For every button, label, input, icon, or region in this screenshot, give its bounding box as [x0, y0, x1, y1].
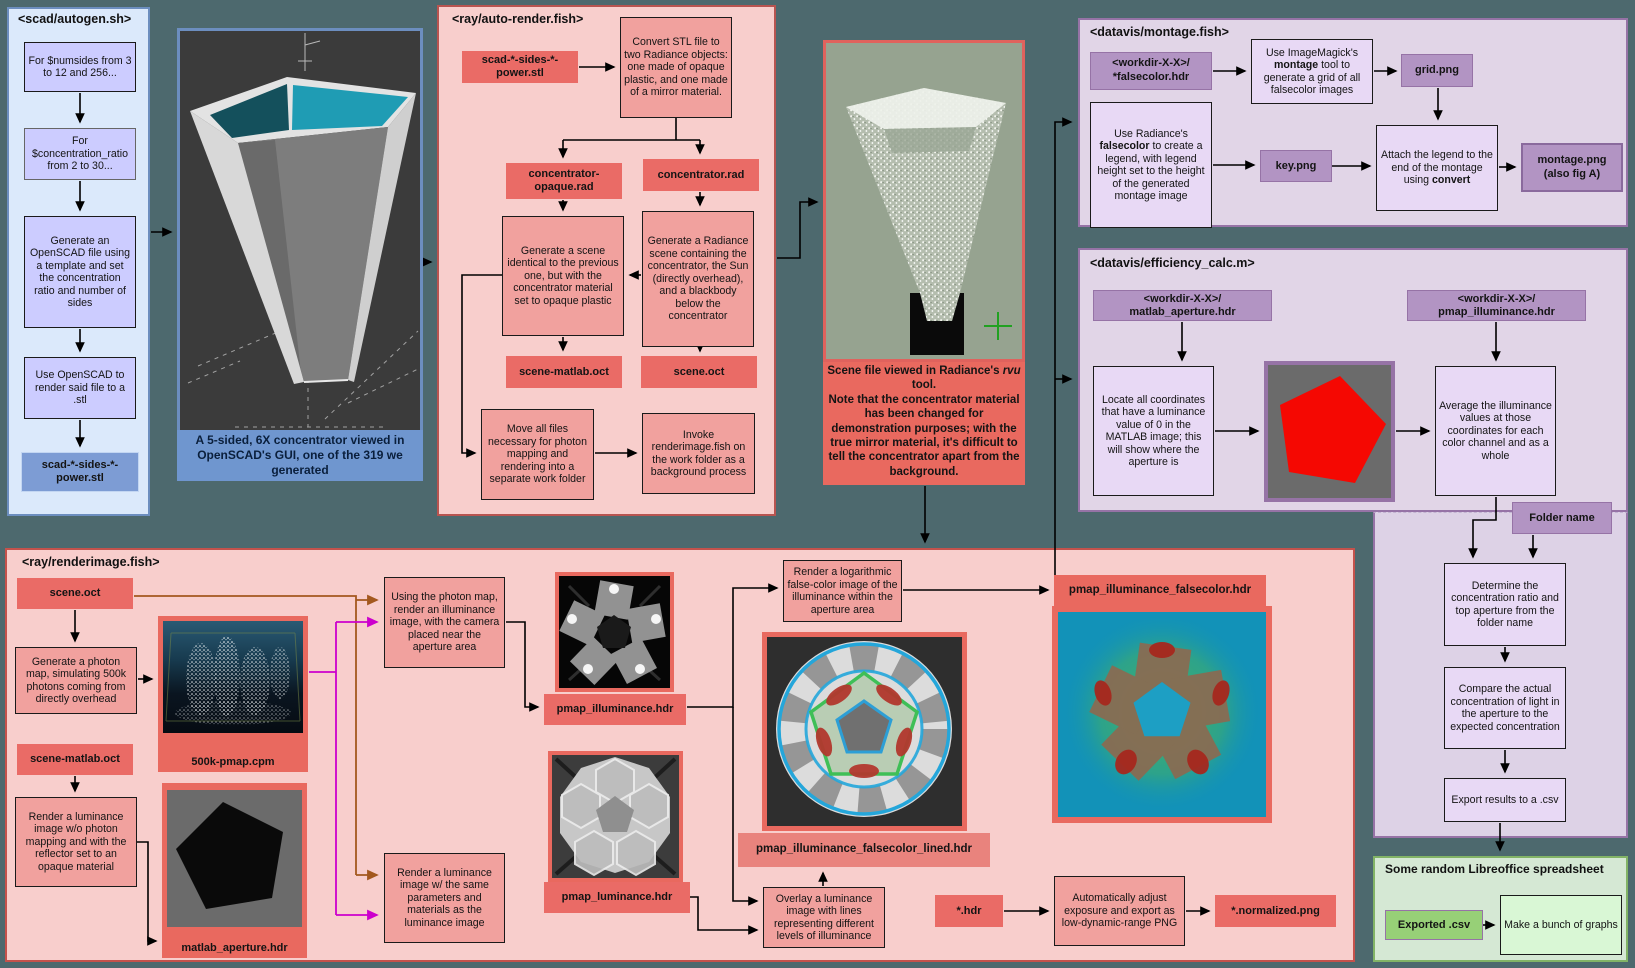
node-average-illuminance[interactable]: Average the illuminance values at those … — [1435, 366, 1556, 496]
file-scad-sides-power-stl[interactable]: scad-*-sides-*-power.stl — [21, 452, 139, 492]
file-concentrator-rad[interactable]: concentrator.rad — [643, 159, 759, 191]
rvu-preview-image — [826, 43, 1022, 359]
node-compare-concentration[interactable]: Compare the actual concentration of ligh… — [1444, 667, 1566, 749]
openscad-preview-image — [180, 31, 420, 430]
file-folder-name[interactable]: Folder name — [1512, 502, 1612, 534]
node-overlay-luminance[interactable]: Overlay a luminance image with lines rep… — [763, 887, 885, 948]
matlab-aperture-image-label[interactable]: matlab_aperture.hdr — [181, 942, 288, 954]
node-auto-adjust-exposure[interactable]: Automatically adjust exposure and export… — [1054, 876, 1185, 946]
connector — [1054, 117, 1073, 575]
pmap-illuminance-preview-image — [559, 576, 670, 688]
node-for-numsides[interactable]: For $numsides from 3 to 12 and 256... — [24, 42, 136, 92]
text-run: to create a legend, with legend height s… — [1097, 140, 1205, 202]
section-header-spreadsheet: Some random Libreoffice spreadsheet — [1385, 862, 1604, 876]
section-header-efficiency: <datavis/efficiency_calc.m> — [1090, 256, 1255, 270]
node-generate-photon-map[interactable]: Generate a photon map, simulating 500k p… — [15, 647, 137, 714]
pmap-luminance-preview-frame — [548, 751, 683, 882]
file-normalized-png[interactable]: *.normalized.png — [1215, 895, 1336, 927]
rvu-preview-frame — [823, 40, 1025, 362]
pmap-luminance-preview-image — [552, 755, 679, 878]
openscad-preview-caption: A 5-sided, 6X concentrator viewed in Ope… — [177, 430, 423, 481]
text-run: montage.png — [1537, 153, 1607, 166]
text-run: tool. — [911, 379, 937, 392]
rvu-preview-caption: Scene file viewed in Radiance's rvu tool… — [823, 362, 1025, 485]
matlab-aperture-preview-image — [167, 790, 302, 927]
text-run: Use ImageMagick's — [1265, 46, 1359, 59]
file-key-png[interactable]: key.png — [1260, 150, 1332, 182]
falsecolor-preview-frame — [1052, 606, 1272, 823]
section-header-auto-render: <ray/auto-render.fish> — [452, 12, 584, 26]
file-concentrator-opaque-rad[interactable]: concentrator-opaque.rad — [506, 163, 622, 199]
node-gen-radiance-scene[interactable]: Generate a Radiance scene containing the… — [642, 211, 754, 347]
rvu-caption-note: Note that the concentrator material has … — [828, 393, 1020, 478]
falsecolor-lined-preview-image — [767, 637, 962, 826]
node-export-csv[interactable]: Export results to a .csv — [1444, 778, 1566, 822]
node-convert-stl[interactable]: Convert STL file to two Radiance objects… — [620, 17, 732, 118]
node-render-luminance-wo[interactable]: Render a luminance image w/o photon mapp… — [15, 797, 137, 887]
section-header-renderimage: <ray/renderimage.fish> — [22, 555, 160, 569]
node-locate-coordinates[interactable]: Locate all coordinates that have a lumin… — [1093, 366, 1214, 496]
node-render-logarithmic-falsecolor[interactable]: Render a logarithmic false-color image o… — [783, 560, 902, 622]
text-run: convert — [1432, 174, 1471, 187]
node-render-luminance-w[interactable]: Render a luminance image w/ the same par… — [384, 853, 505, 943]
node-render-illuminance[interactable]: Using the photon map, render an illumina… — [384, 577, 505, 668]
pmap-image-label[interactable]: 500k-pmap.cpm — [191, 756, 275, 768]
node-move-files[interactable]: Move all files necessary for photon mapp… — [481, 409, 594, 500]
node-for-concentration[interactable]: For $concentration_ratio from 2 to 30... — [24, 128, 136, 180]
file-falsecolor-hdr[interactable]: pmap_illuminance_falsecolor.hdr — [1054, 575, 1266, 606]
node-invoke-renderimage[interactable]: Invoke renderimage.fish on the work fold… — [642, 413, 755, 494]
aperture-pentagon-image — [1264, 361, 1395, 502]
file-workdir-falsecolor[interactable]: <workdir-X-X>/ *falsecolor.hdr — [1090, 52, 1212, 90]
file-montage-png[interactable]: montage.png (also fig A) — [1521, 143, 1623, 192]
crosshair-icon — [984, 312, 1012, 340]
text-run: <workdir-X-X>/ — [1112, 57, 1190, 70]
text-run: <workdir-X-X>/ — [1143, 293, 1222, 306]
openscad-preview-frame: A 5-sided, 6X concentrator viewed in Ope… — [177, 28, 423, 481]
node-make-graphs[interactable]: Make a bunch of graphs — [1500, 895, 1622, 955]
file-workdir-pmap-illuminance[interactable]: <workdir-X-X>/ pmap_illuminance.hdr — [1407, 290, 1586, 321]
node-radiance-falsecolor-legend[interactable]: Use Radiance's falsecolor to create a le… — [1090, 102, 1212, 228]
text-run: falsecolor — [1099, 140, 1150, 152]
text-run: montage — [1274, 59, 1319, 71]
section-header-autogen: <scad/autogen.sh> — [18, 12, 132, 26]
file-workdir-matlab-aperture[interactable]: <workdir-X-X>/ matlab_aperture.hdr — [1093, 290, 1272, 321]
node-gen-identical-scene[interactable]: Generate a scene identical to the previo… — [502, 216, 624, 336]
text-run: *falsecolor.hdr — [1112, 71, 1190, 83]
file-scene-oct[interactable]: scene.oct — [641, 356, 757, 388]
file-pmap-illuminance-hdr[interactable]: pmap_illuminance.hdr — [544, 694, 686, 725]
file-scene-matlab-oct[interactable]: scene-matlab.oct — [506, 356, 622, 388]
file-scene-oct-2[interactable]: scene.oct — [17, 578, 133, 609]
text-run: matlab_aperture.hdr — [1129, 305, 1236, 318]
pmap-image-block: 500k-pmap.cpm — [158, 616, 308, 772]
node-determine-ratio[interactable]: Determine the concentration ratio and to… — [1444, 563, 1566, 646]
node-attach-legend[interactable]: Attach the legend to the end of the mont… — [1376, 125, 1498, 211]
falsecolor-preview-image — [1058, 612, 1266, 817]
node-render-stl[interactable]: Use OpenSCAD to render said file to a .s… — [24, 357, 136, 419]
text-run: Attach the legend to the end of the mont… — [1381, 149, 1493, 187]
falsecolor-lined-preview-frame — [762, 632, 967, 831]
file-hdr-wildcard[interactable]: *.hdr — [935, 895, 1003, 927]
text-run: tool to generate a grid of all falsecolo… — [1263, 59, 1361, 96]
text-run: <workdir-X-X>/ — [1457, 293, 1536, 306]
node-generate-openscad[interactable]: Generate an OpenSCAD file using a templa… — [24, 216, 136, 328]
matlab-aperture-image-block: matlab_aperture.hdr — [162, 783, 307, 958]
node-imagemagick-montage[interactable]: Use ImageMagick's montage tool to genera… — [1251, 39, 1373, 104]
text-run: Scene file viewed in Radiance's — [827, 365, 1003, 377]
text-run: Use Radiance's — [1114, 127, 1188, 140]
file-scene-matlab-oct-2[interactable]: scene-matlab.oct — [17, 744, 133, 775]
file-exported-csv[interactable]: Exported .csv — [1385, 910, 1483, 940]
rvu-tool-name: rvu — [1002, 365, 1021, 377]
connector — [777, 197, 819, 259]
file-input-stl[interactable]: scad-*-sides-*-power.stl — [462, 51, 578, 83]
file-falsecolor-lined-hdr[interactable]: pmap_illuminance_falsecolor_lined.hdr — [738, 833, 990, 867]
text-run: pmap_illuminance.hdr — [1438, 305, 1555, 318]
file-grid-png[interactable]: grid.png — [1401, 54, 1473, 87]
pmap-preview-image — [163, 621, 303, 733]
text-run: (also fig A) — [1543, 167, 1601, 180]
section-header-montage: <datavis/montage.fish> — [1090, 25, 1229, 39]
pmap-illuminance-preview-frame — [555, 572, 674, 692]
file-pmap-luminance-hdr[interactable]: pmap_luminance.hdr — [544, 882, 690, 913]
